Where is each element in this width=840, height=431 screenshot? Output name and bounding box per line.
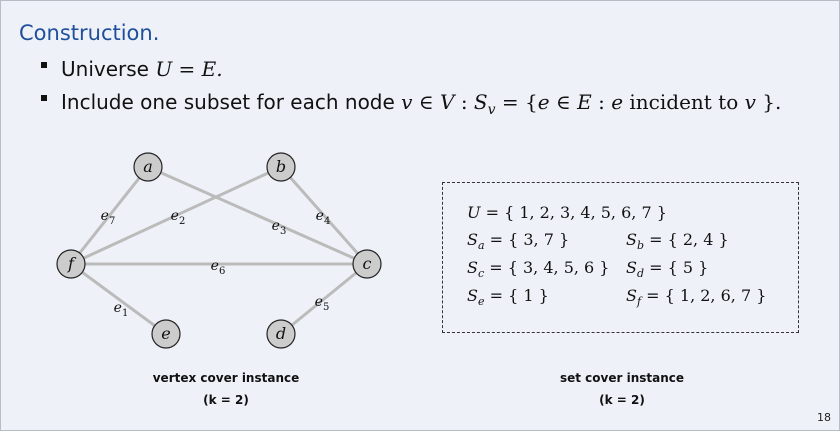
graph-edge	[279, 166, 369, 265]
bullet-math: U = E.	[155, 57, 223, 81]
math-in: ∈	[412, 90, 441, 114]
graph-edge	[69, 166, 150, 265]
graph-edge	[280, 262, 368, 336]
bullet-text: Universe	[61, 57, 156, 81]
math-E: E	[577, 90, 592, 114]
set-entry: Sf = { 1, 2, 6, 7 }	[626, 286, 767, 309]
edge-label: e4	[316, 208, 331, 227]
graph-node-label: a	[143, 157, 153, 176]
bullet-square-icon	[41, 94, 47, 101]
set-entry: Sa = { 3, 7 }	[467, 230, 570, 253]
math-v: v	[401, 90, 413, 114]
math-e: e	[537, 90, 550, 114]
graph-node-label: c	[363, 254, 372, 273]
math-v2: v	[744, 90, 756, 114]
bullet-subset-rule: Include one subset for each node v ∈ V :…	[41, 90, 781, 118]
graph-node	[56, 249, 86, 279]
graph-node-label: e	[161, 324, 170, 343]
math-sub-v: v	[487, 102, 496, 118]
edge-label: e6	[211, 258, 226, 277]
graph-node	[151, 319, 181, 349]
graph-node-label: f	[67, 254, 77, 273]
slide-heading: Construction.	[19, 21, 160, 45]
bullet-universe: Universe U = E.	[41, 57, 223, 81]
graph-node	[266, 152, 296, 182]
set-entry: Se = { 1 }	[467, 286, 549, 309]
graph-edge	[70, 165, 282, 266]
universe-set: U = { 1, 2, 3, 4, 5, 6, 7 }	[467, 203, 667, 222]
math-eq: = {	[495, 90, 538, 114]
bullet-text: Include one subset for each node	[61, 90, 402, 114]
math-close: }.	[755, 90, 782, 114]
math-incident: incident to	[623, 90, 745, 114]
page-number: 18	[817, 411, 831, 424]
graph-node-label: b	[276, 157, 286, 176]
graph-node	[133, 152, 163, 182]
left-caption-line2: (k = 2)	[203, 393, 249, 407]
graph-edge	[147, 165, 368, 266]
vertex-cover-graph: e7 e2 e3 e4 e6 e1 e5 a b c d e f	[56, 152, 382, 349]
math-colon2: :	[591, 90, 612, 114]
right-caption-line2: (k = 2)	[599, 393, 645, 407]
graph-node-label: d	[276, 324, 286, 343]
math-V: V	[440, 90, 455, 114]
universe-value: = { 1, 2, 3, 4, 5, 6, 7 }	[480, 203, 667, 222]
edge-label: e5	[315, 294, 330, 313]
math-colon: :	[454, 90, 474, 114]
graph-node	[266, 319, 296, 349]
edge-label: e1	[114, 300, 129, 319]
math-in2: ∈	[549, 90, 578, 114]
math-e2: e	[611, 90, 624, 114]
graph-node	[352, 249, 382, 279]
set-cover-box: U = { 1, 2, 3, 4, 5, 6, 7 } Sa = { 3, 7 …	[442, 182, 799, 333]
left-caption-line1: vertex cover instance	[152, 371, 300, 385]
set-entry: Sb = { 2, 4 }	[626, 230, 729, 253]
set-entry: Sd = { 5 }	[626, 258, 709, 281]
edge-label: e3	[272, 218, 287, 237]
edge-label: e7	[101, 208, 116, 227]
universe-name: U	[467, 203, 481, 222]
right-caption-line1: set cover instance	[559, 371, 685, 385]
set-entry: Sc = { 3, 4, 5, 6 }	[467, 258, 610, 281]
bullet-square-icon	[41, 61, 47, 68]
edge-label: e2	[171, 208, 186, 227]
math-S: S	[473, 90, 488, 114]
graph-edge	[70, 262, 167, 336]
